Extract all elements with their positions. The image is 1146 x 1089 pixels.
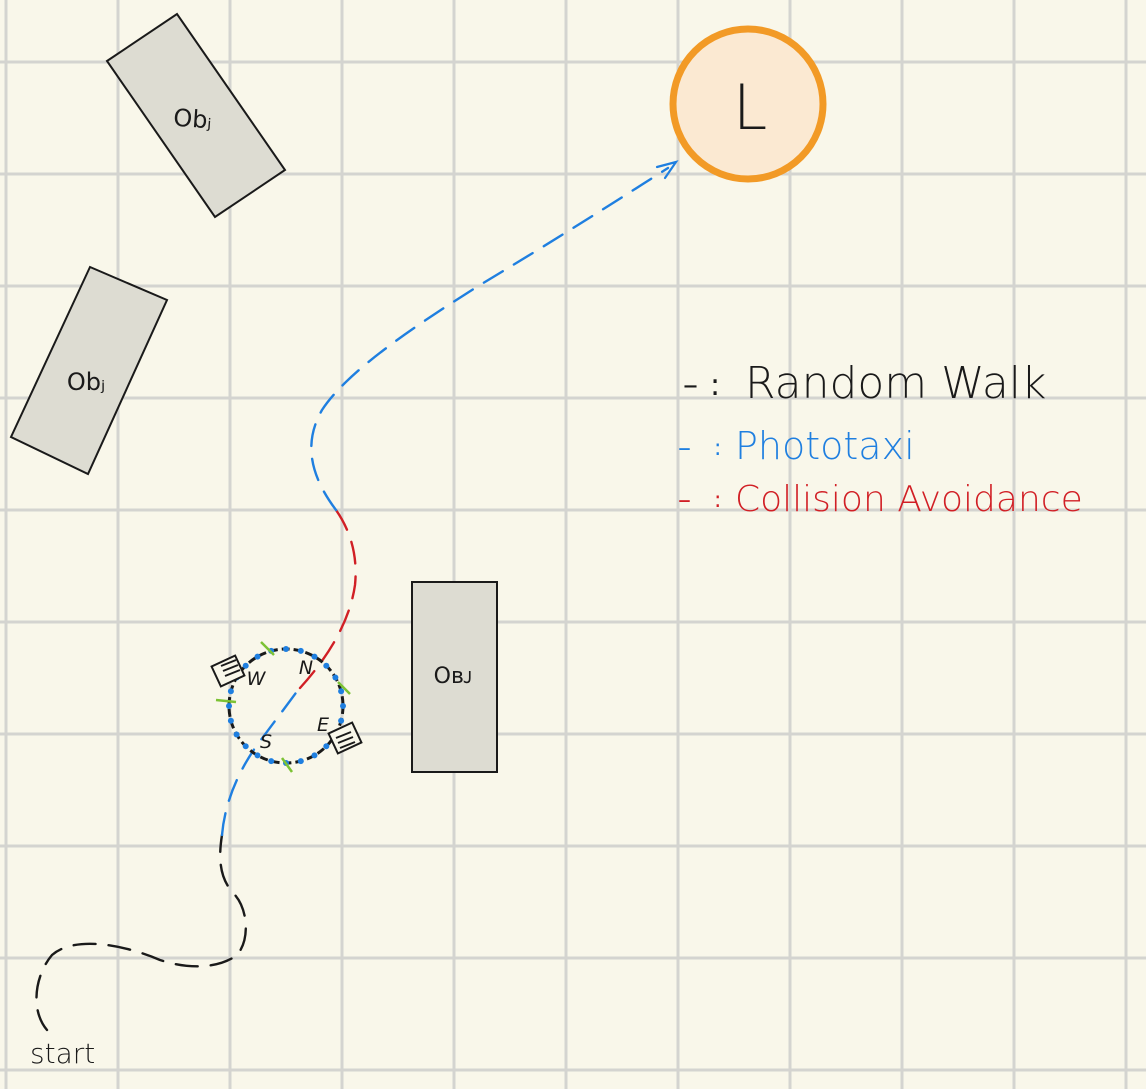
sensor-dot [227,688,234,695]
sensor-dot [283,646,289,652]
object-label: Obⱼ [172,104,212,135]
sensor-dot [227,717,234,724]
sensor-dot [338,717,345,724]
object-right: Oʙᴊ [411,581,498,773]
wheel-tread [337,736,354,744]
object-shape [411,581,498,773]
sensor-dot [297,758,304,765]
wheel-tread [222,664,239,672]
light-source: L [669,25,827,183]
sensor-tick [337,681,351,695]
sensor-dot [311,653,318,660]
sensor-dot [254,653,261,660]
sensor-dot [323,743,330,750]
legend-marker: – [678,485,691,515]
sensor-dot [242,743,249,750]
light-circle [669,25,827,183]
sensor-tick [260,641,275,656]
legend-label: Collision Avoidance [735,479,1083,520]
wheel-tread [335,731,352,739]
start-label: start [30,1037,95,1070]
legend-colon: : [710,368,720,403]
sensor-ticks [215,641,351,773]
object-shape [9,265,169,476]
object-middle-left: Obⱼ [9,265,169,476]
sensor-tick [280,757,294,773]
legend-item-collision-avoidance: – : Collision Avoidance [678,479,1083,520]
wheel-tread [224,669,241,677]
compass-east-label: E [317,714,329,736]
compass-south-label: S [260,731,272,753]
light-label: L [733,71,768,144]
legend-item-random-walk: – : Random Walk [683,358,1047,409]
object-label: Oʙᴊ [434,664,473,689]
legend-marker: – [683,368,698,403]
object-label: Obⱼ [67,368,105,396]
legend: – : Random Walk – : Phototaxi – : Collis… [678,358,1083,520]
wheel-right [327,721,363,755]
random-walk-path [35,833,247,1032]
object-top-left: Obⱼ [105,12,287,219]
phototaxis-path-lower [220,688,300,837]
robot: N E S W [210,641,363,773]
sensor-tick [215,698,237,704]
sensor-dot [338,688,345,695]
sensor-dot [242,662,249,669]
sensor-dot [226,703,232,709]
sensor-dot [254,752,261,759]
wheel-tread [339,741,356,749]
sensor-dot [340,703,346,709]
sensor-dot [332,674,339,681]
legend-label: Phototaxi [735,424,915,468]
legend-colon: : [714,436,721,461]
object-shape [105,12,287,219]
compass-north-label: N [299,657,313,679]
sensor-dot [297,647,304,654]
legend-colon: : [714,488,721,513]
sensor-dot [323,662,330,669]
sensor-dot [268,758,275,765]
legend-item-phototaxis: – : Phototaxi [678,424,915,468]
wheel-right-body [327,721,363,755]
wheel-left-body [210,654,246,688]
legend-marker: – [678,433,691,463]
legend-label: Random Walk [745,358,1047,409]
sensor-dot [311,752,318,759]
wheel-tread [220,659,237,667]
compass-west-label: W [247,668,267,690]
phototaxis-path-upper [310,166,670,512]
sensor-dot [233,731,240,738]
wheel-left [210,654,246,688]
phototaxis-arrowhead [655,160,679,180]
